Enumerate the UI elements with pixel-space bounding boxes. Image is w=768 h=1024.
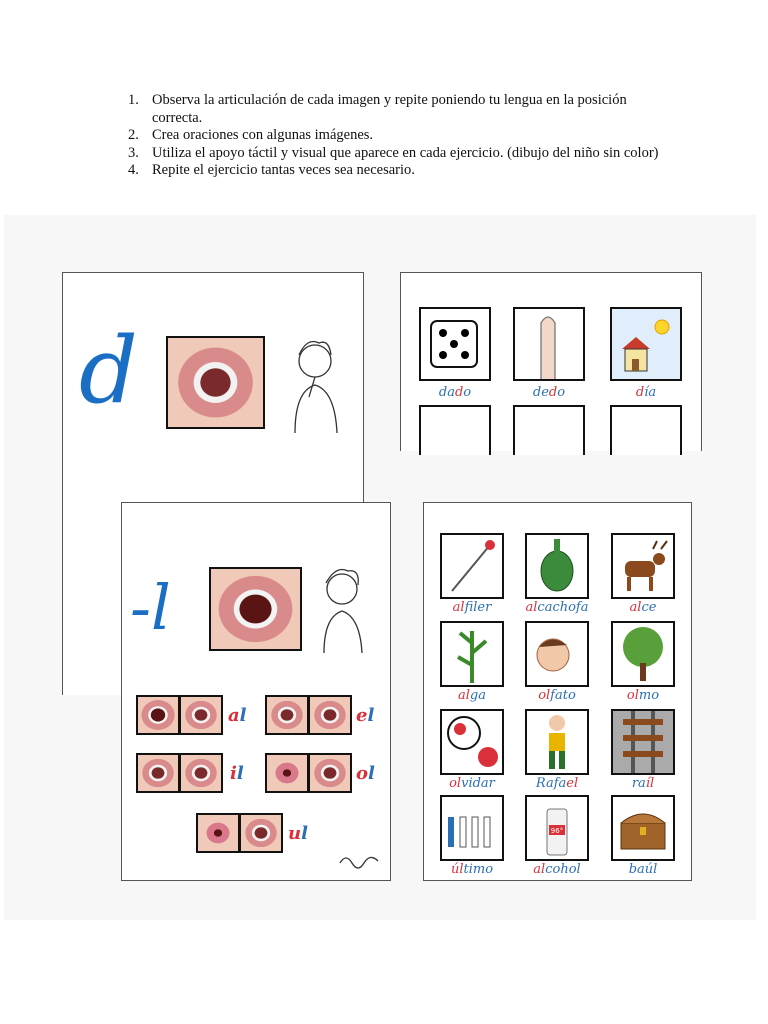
word-ultimo: último [450,862,494,877]
word-olvidar: olvidar [449,776,495,791]
finger-picture [513,307,585,381]
chain-picture [513,405,585,455]
pin-picture [440,533,504,599]
word-dia: día [635,385,657,400]
syllable-il: il [230,763,244,784]
forget-picture [440,709,504,775]
mouth-photo-l-pos [308,695,352,735]
syllable-ol: ol [356,763,375,784]
syllable-el: el [356,705,375,726]
mouth-photo-e [265,695,309,735]
mouth-photo-l-pos [179,753,223,793]
mouth-photo-l-pos [179,695,223,735]
word-alga: alga [458,688,486,703]
word-alcachofa: alcachofa [525,600,589,615]
word-rail: raíl [631,776,655,791]
child-sign-drawing [294,340,338,433]
instruction-item: 4.Repite el ejercicio tantas veces sea n… [128,162,415,178]
rafael-picture [525,709,589,775]
mouth-photo-l-pos [239,813,283,853]
mouth-photo-i [136,753,180,793]
word-alce: alce [629,600,657,615]
mouth-photo-d [166,336,265,429]
instruction-item: 3.Utiliza el apoyo táctil y visual que a… [128,144,659,161]
hand-picture [419,405,491,455]
word-dado: dado [438,385,472,400]
seaweed-picture [440,621,504,687]
mouth-photo-o [265,753,309,793]
syllable-ul: ul [288,823,308,844]
instruction-item: 2.Crea oraciones con algunas imágenes. [128,127,374,143]
word-rafael: Rafael [535,776,579,791]
instruction-item: 1.Observa la articulación de cada imagen… [128,92,627,126]
day-picture [610,307,682,381]
smell-picture [525,621,589,687]
instructions-list: 1.Observa la articulación de cada imagen… [128,92,668,180]
card-l-words: alfiler alcachofa alce alga olfato olmo … [423,502,692,881]
card-l-articulation: -l al el il ol ul [121,502,391,881]
author-signature [339,856,379,869]
word-baul: baúl [628,862,658,877]
mouth-photo-a [136,695,180,735]
moose-picture [611,533,675,599]
syllable-al: al [228,705,247,726]
rail-picture [611,709,675,775]
word-olfato: olfato [538,688,576,703]
artichoke-picture [525,533,589,599]
card-d-words: dado dedo día [400,272,702,455]
word-olmo: olmo [626,688,660,703]
card-d-articulation: d [62,272,364,695]
dice-picture [419,307,491,381]
mouth-photo-u [196,813,240,853]
letter-d: d [79,317,138,424]
chest-picture [611,795,675,861]
elm-tree-picture [611,621,675,687]
alcohol-label: 96° [551,827,563,835]
alcohol-picture: 96° [525,795,589,861]
mouth-photo-l [209,567,302,651]
child-sign-drawing [323,568,363,653]
letter-l: -l [130,571,171,644]
word-alcohol: alcohol [533,862,581,877]
word-alfiler: alfiler [452,600,492,615]
last-picture [440,795,504,861]
word-dedo: dedo [532,385,566,400]
mouth-photo-l-pos [308,753,352,793]
washer-picture [610,405,682,455]
